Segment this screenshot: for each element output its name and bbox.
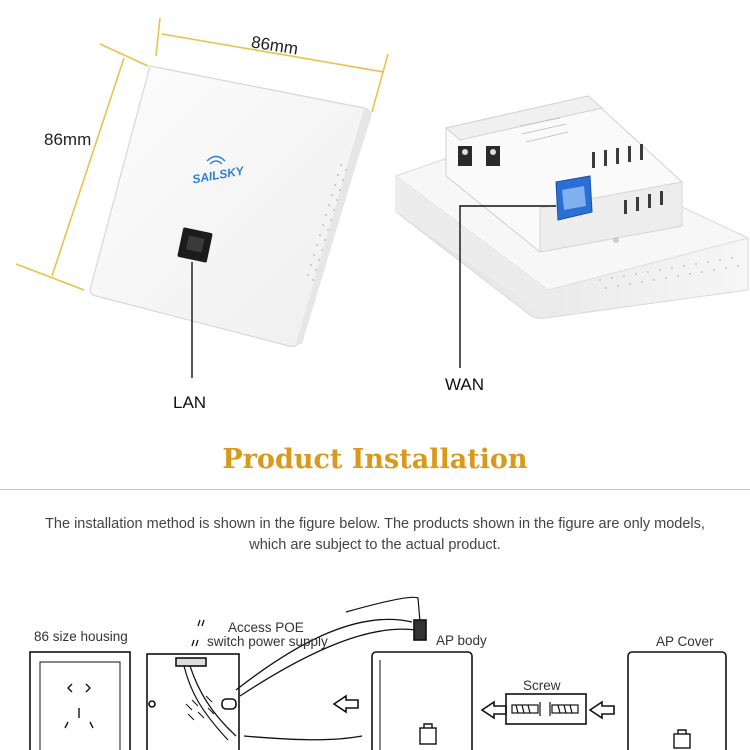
lan-label: LAN xyxy=(173,393,207,412)
poe-label-line2: switch power supply xyxy=(207,634,328,649)
section-description: The installation method is shown in the … xyxy=(45,516,705,553)
dimension-lines xyxy=(15,17,389,291)
installation-diagram xyxy=(29,596,727,750)
screw-icon xyxy=(511,702,579,716)
wifi-logo-icon xyxy=(206,155,226,165)
ap-body-label: AP body xyxy=(436,633,487,648)
ap-body-port-icon xyxy=(419,723,437,745)
mounting-box xyxy=(146,653,240,750)
height-dimension-label: 86mm xyxy=(44,130,92,149)
section-title: Product Installation xyxy=(222,444,528,475)
ap-body xyxy=(371,651,473,750)
lan-port-icon xyxy=(177,227,213,263)
section-divider xyxy=(0,489,750,490)
poe-label-line1: Access POE xyxy=(228,620,304,635)
housing-label: 86 size housing xyxy=(34,629,128,644)
vent-dots-back xyxy=(599,257,739,289)
socket-housing xyxy=(29,651,131,750)
cable-marks xyxy=(185,695,215,721)
arrow-left-icon xyxy=(588,700,615,720)
screw-box xyxy=(505,693,587,725)
rj45-plug-icon xyxy=(413,619,427,641)
ap-cover-port-icon xyxy=(673,729,691,749)
arrow-left-icon xyxy=(480,700,507,720)
vent-dots-front xyxy=(306,163,348,282)
ap-cover-label: AP Cover xyxy=(656,634,714,649)
screw-label: Screw xyxy=(523,678,561,693)
vent-slots-back xyxy=(592,144,663,214)
arrow-left-icon xyxy=(332,694,359,714)
ap-cover xyxy=(627,651,727,750)
wan-port-icon xyxy=(555,175,593,221)
back-panel xyxy=(394,95,750,368)
poe-marks xyxy=(191,619,205,647)
socket-holes-icon xyxy=(64,683,94,729)
wan-label: WAN xyxy=(445,375,485,394)
front-panel xyxy=(89,65,372,378)
